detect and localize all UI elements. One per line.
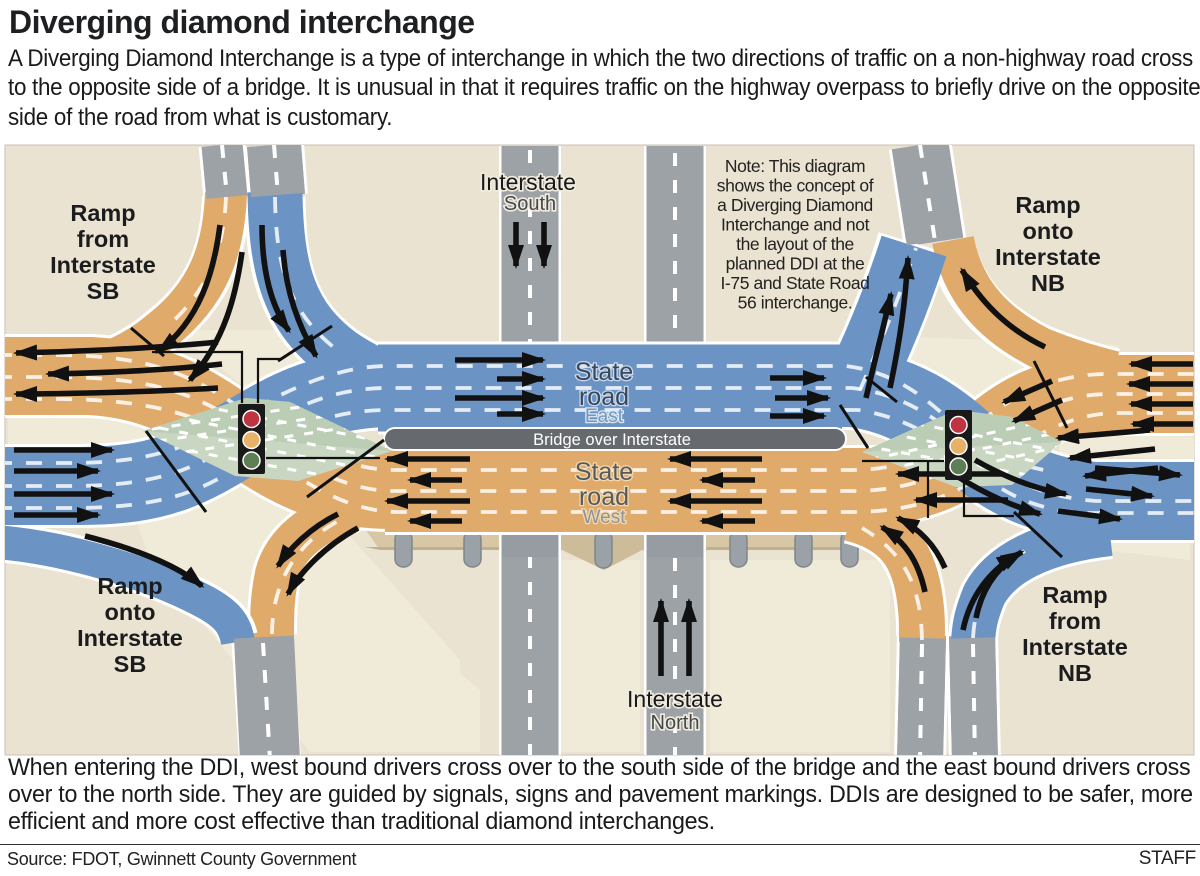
- svg-text:NB: NB: [1031, 270, 1065, 296]
- svg-text:56 interchange.: 56 interchange.: [738, 293, 853, 313]
- svg-text:State: State: [575, 458, 633, 486]
- svg-text:West: West: [583, 507, 627, 528]
- svg-text:Ramp: Ramp: [97, 573, 162, 599]
- svg-text:Interstate: Interstate: [995, 244, 1101, 270]
- svg-text:SB: SB: [87, 278, 120, 304]
- svg-text:NB: NB: [1058, 660, 1092, 686]
- svg-text:road: road: [579, 383, 629, 411]
- svg-text:the layout of the: the layout of the: [736, 234, 854, 254]
- svg-text:onto: onto: [1023, 218, 1074, 244]
- svg-text:Ramp: Ramp: [1042, 582, 1107, 608]
- svg-text:from: from: [1049, 608, 1101, 634]
- svg-text:planned DDI at the: planned DDI at the: [726, 254, 865, 274]
- svg-text:Note: This diagram: Note: This diagram: [725, 156, 865, 176]
- svg-text:Interstate: Interstate: [480, 169, 576, 195]
- svg-text:Bridge over Interstate: Bridge over Interstate: [533, 431, 691, 449]
- svg-text:Ramp: Ramp: [70, 200, 135, 226]
- svg-text:Interchange and not: Interchange and not: [721, 215, 870, 235]
- svg-text:a Diverging Diamond: a Diverging Diamond: [717, 195, 873, 215]
- svg-text:East: East: [585, 406, 624, 427]
- svg-text:Ramp: Ramp: [1015, 192, 1080, 218]
- svg-text:State: State: [575, 358, 633, 386]
- svg-text:shows the concept of: shows the concept of: [717, 176, 874, 196]
- svg-text:Interstate: Interstate: [50, 252, 156, 278]
- svg-text:South: South: [504, 193, 556, 215]
- svg-text:road: road: [579, 483, 629, 511]
- svg-text:Interstate: Interstate: [627, 686, 723, 712]
- svg-text:Interstate: Interstate: [77, 625, 183, 651]
- svg-text:Interstate: Interstate: [1022, 634, 1128, 660]
- svg-text:I-75 and State Road: I-75 and State Road: [720, 273, 869, 293]
- svg-text:from: from: [77, 226, 129, 252]
- svg-text:onto: onto: [105, 599, 156, 625]
- svg-text:SB: SB: [114, 651, 147, 677]
- svg-text:North: North: [651, 712, 700, 734]
